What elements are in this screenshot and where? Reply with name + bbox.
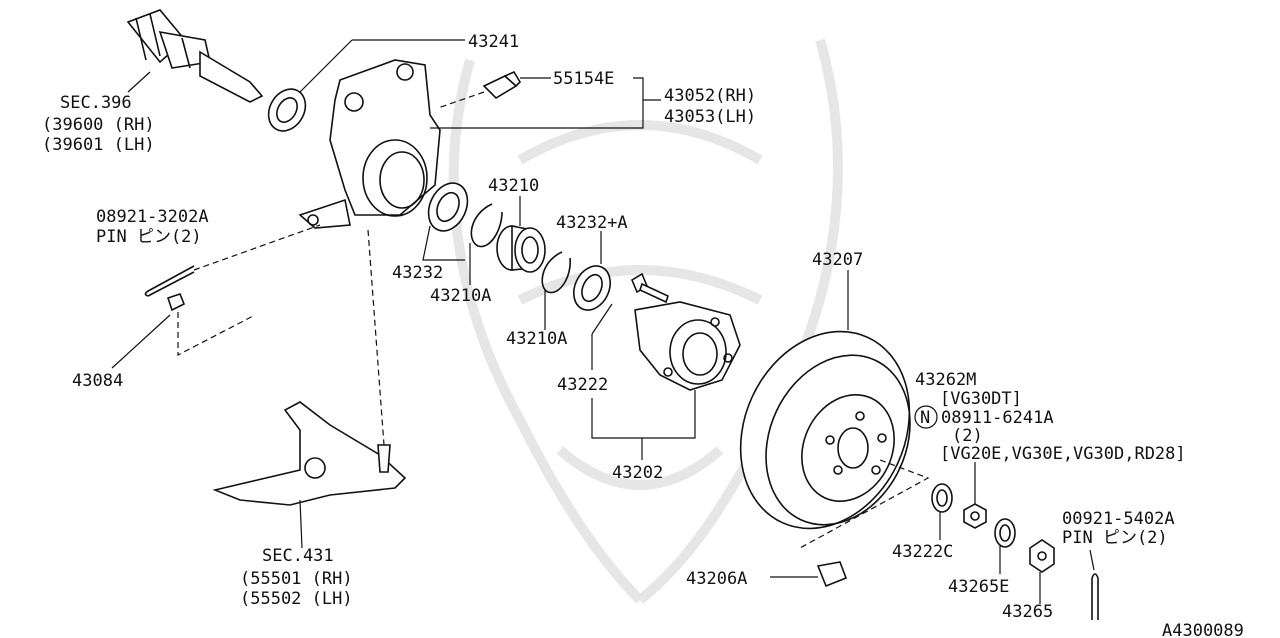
label-55502: (55502 (LH) [240,589,353,609]
nut-n-part [963,503,987,529]
bearing-43210-part [496,225,546,273]
label-sec396: SEC.396 [60,93,132,113]
label-diagram-code: A4300089 [1162,621,1244,638]
n-mark-circle [914,405,938,429]
sensor-55154e-part [482,70,522,100]
knuckle-part [298,59,441,229]
label-08911: 08911-6241A [941,408,1054,428]
label-pin1-number: 08921-3202A [96,207,209,227]
label-39600: (39600 (RH) [42,115,155,135]
disc-rotor-43207-part [739,330,911,530]
ring-43232pa-part [572,265,612,311]
watermark-emblem [448,38,843,604]
pin-2-part [1091,573,1099,620]
label-sec431: SEC.431 [262,546,334,566]
label-55501: (55501 (RH) [240,569,353,589]
label-pin2-text: PIN ピン(2) [1062,528,1168,548]
drive-shaft-part [126,9,264,103]
label-43053: 43053(LH) [664,107,756,127]
label-pin2-number: 00921-5402A [1062,509,1175,529]
hub-43202-part [634,301,741,391]
label-43241: 43241 [468,32,519,52]
label-43202: 43202 [612,463,663,483]
label-43084: 43084 [72,371,123,391]
label-39601: (39601 (LH) [42,135,155,155]
label-n-mark: N [920,408,930,428]
castle-nut-43265-part [1029,539,1055,573]
washer-43265e-part [994,518,1016,548]
label-43206a: 43206A [686,569,747,589]
lower-arm-part [212,401,407,506]
label-qty-2: (2) [952,426,983,446]
snap-ring-43210a-part [470,203,503,248]
label-vg30dt: [VG30DT] [940,389,1022,409]
label-43222: 43222 [557,375,608,395]
label-43265: 43265 [1002,602,1053,622]
nut-43084-part [166,293,186,312]
spacer-43222c-part [931,483,953,513]
ring-43232-part [427,182,469,232]
hub-bolt-part [630,272,669,304]
label-43262m: 43262M [915,370,976,390]
label-43265e: 43265E [948,577,1009,597]
label-43052: 43052(RH) [664,86,756,106]
bolt-43206a-part [816,561,848,588]
label-55154e: 55154E [553,69,614,89]
label-43222c: 43222C [892,542,953,562]
label-43207: 43207 [812,250,863,270]
seal-43241-part [267,88,307,132]
label-vg20e: [VG20E,VG30E,VG30D,RD28] [940,444,1186,464]
label-43210a-2: 43210A [506,329,567,349]
label-43232pa: 43232+A [556,213,628,233]
label-43232: 43232 [392,263,443,283]
snap-ring-2-part [541,251,571,294]
label-43210: 43210 [488,176,539,196]
label-pin1-text: PIN ピン(2) [96,227,202,247]
label-43210a-1: 43210A [430,286,491,306]
pin-1-part [144,265,195,297]
